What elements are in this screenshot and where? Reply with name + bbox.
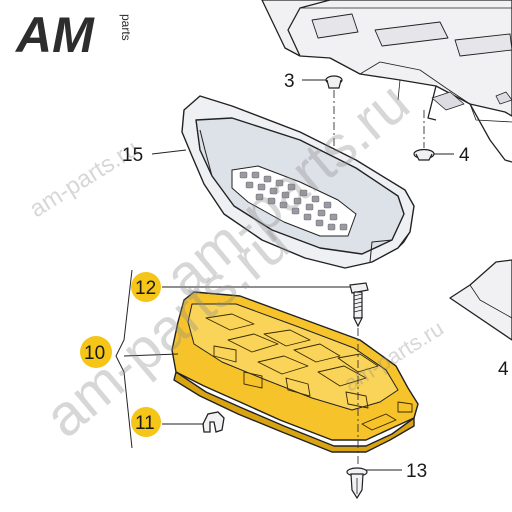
logo-parts-text: parts <box>119 14 133 41</box>
logo-am-text: AM <box>14 7 95 63</box>
side-panel <box>449 259 512 341</box>
pin-13 <box>346 467 368 500</box>
fastener-3 <box>325 75 343 89</box>
callout-11: 11 <box>135 413 155 434</box>
callout-13: 13 <box>406 461 427 482</box>
callout-12: 12 <box>135 278 156 299</box>
screw-12 <box>349 282 369 328</box>
leader-lines <box>115 79 454 471</box>
tray-15 <box>181 95 415 269</box>
callout-numbers: 3 4 4 15 12 10 11 13 <box>84 71 509 482</box>
callout-15: 15 <box>122 145 143 166</box>
callout-4-top: 4 <box>459 145 470 166</box>
insert-tray-10 <box>171 291 419 453</box>
callout-10: 10 <box>84 343 105 364</box>
clip-11 <box>202 411 225 433</box>
callout-highlights <box>80 272 161 437</box>
callout-3: 3 <box>284 71 295 92</box>
brand-logo: AM parts <box>14 7 133 63</box>
floor-panel <box>261 0 512 163</box>
fastener-4 <box>413 148 435 161</box>
callout-4-right: 4 <box>498 359 509 380</box>
alignment-lines <box>333 90 425 466</box>
